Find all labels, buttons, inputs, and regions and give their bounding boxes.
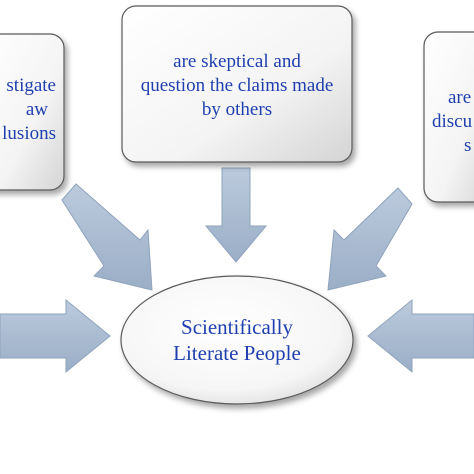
right-box bbox=[423, 31, 474, 203]
center-label-line-2: Literate People bbox=[173, 341, 301, 365]
middle-box-line-3: by others bbox=[201, 99, 273, 120]
right-box-line-1: are bbox=[448, 87, 472, 108]
arrow-from-left-box bbox=[61, 183, 153, 291]
left-box-line-2: aw bbox=[25, 99, 48, 120]
arrow-from-left bbox=[0, 298, 111, 374]
arrow-from-right bbox=[367, 298, 474, 374]
middle-box-line-1: are skeptical and bbox=[173, 51, 301, 72]
left-box bbox=[0, 33, 65, 191]
left-box-line-1: stigate bbox=[6, 75, 56, 96]
right-box-line-3: s bbox=[464, 135, 472, 156]
arrow-from-middle-box bbox=[204, 167, 268, 263]
arrow-from-right-box bbox=[327, 187, 413, 291]
middle-box-line-2: question the claims made bbox=[140, 75, 334, 96]
center-label-line-1: Scientifically bbox=[181, 315, 293, 339]
right-box-line-2: discu bbox=[432, 111, 473, 132]
middle-box bbox=[121, 5, 353, 163]
center-label: Scientifically Literate People bbox=[120, 314, 354, 366]
right-box-text: are discu s bbox=[432, 86, 472, 158]
left-box-text: stigate aw lusions bbox=[2, 74, 56, 146]
center-ellipse bbox=[120, 275, 354, 405]
middle-box-text: are skeptical and question the claims ma… bbox=[122, 50, 352, 122]
left-box-line-3: lusions bbox=[2, 123, 56, 144]
